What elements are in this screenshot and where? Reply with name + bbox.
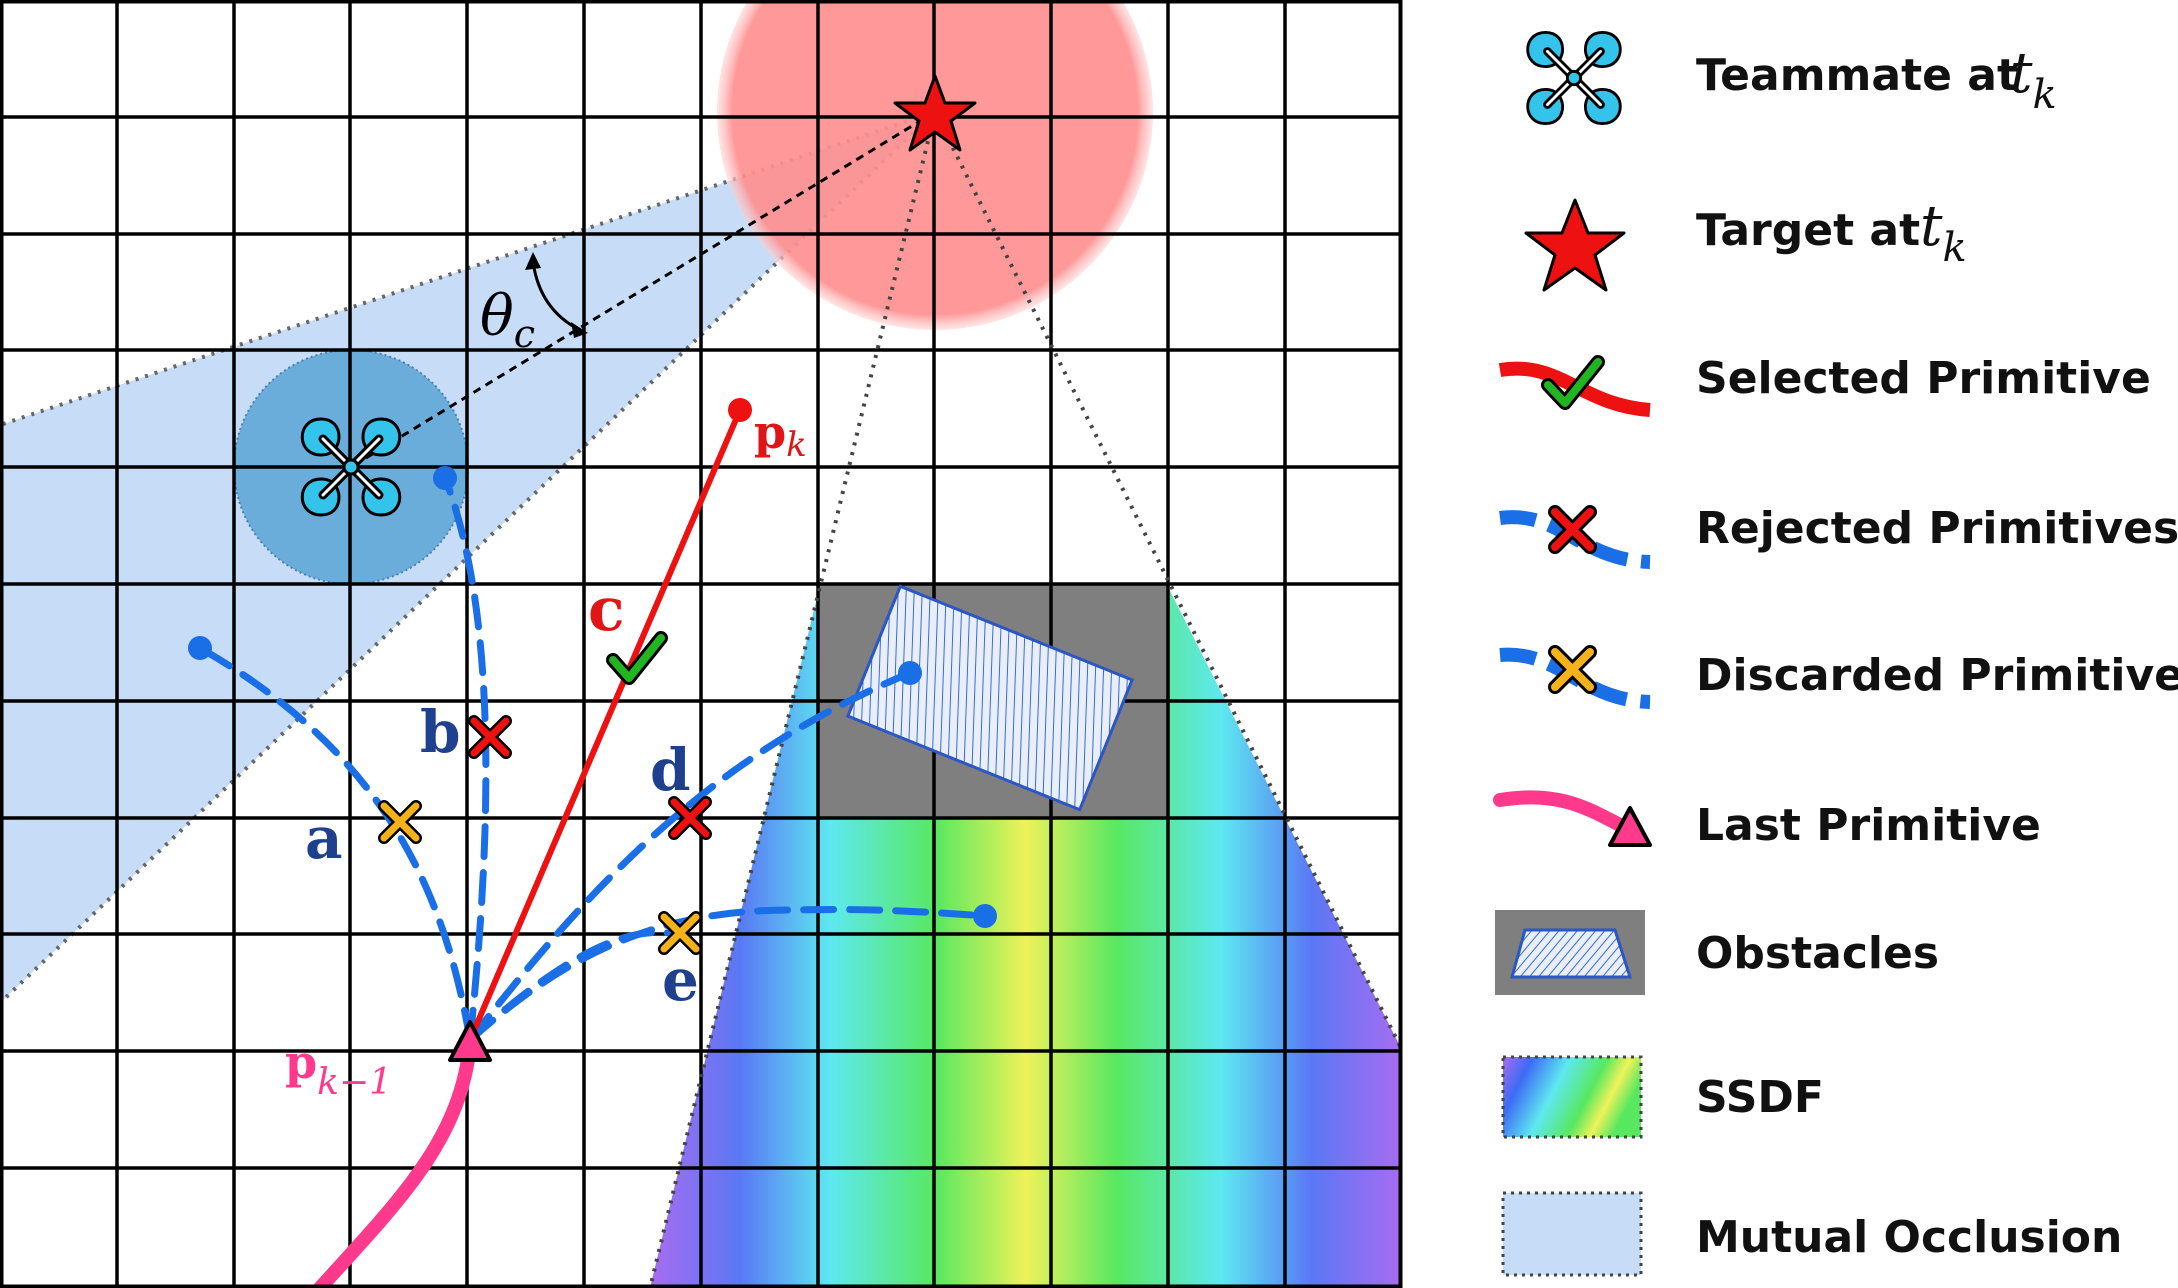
label-c: c [588,575,625,645]
primitive-endpoints [188,466,997,928]
label-pk-1: pk−1 [285,1035,392,1103]
legend-occlusion-icon [1501,1191,1643,1277]
label-b: b [420,698,461,766]
legend-last-icon [1493,790,1652,847]
legend-star-icon [1524,198,1626,292]
legend-occlusion-label: Mutual Occlusion [1696,1212,2122,1263]
legend-teammate-label: Teammate at [1696,50,2018,101]
check-icon [606,631,668,685]
legend: Teammate at tk Target at tk Selected Pri… [1493,30,2178,1277]
cross-icon-b [468,715,512,759]
triangle-icon [448,1020,492,1062]
primitive-d [466,669,914,1044]
obstacle [845,584,1135,812]
quadrotor-icon [300,417,402,517]
legend-teammate-math: tk [2010,41,2057,118]
line-of-sight [350,110,936,469]
theta-arrow-bottom [571,322,588,338]
legend-rejected-icon [1499,505,1651,569]
theta-arrow-top [525,252,541,270]
legend-obstacle-icon [1495,910,1645,995]
legend-rejected-label: Rejected Primitives [1696,503,2178,554]
grid [0,0,1402,1288]
primitive-e-2 [466,928,684,1044]
legend-last-label: Last Primitive [1696,800,2041,851]
legend-obstacles-label: Obstacles [1696,928,1939,979]
theta-label: θc [480,284,535,356]
legend-discarded-icon [1499,645,1651,709]
legend-selected-label: Selected Primitive [1696,353,2151,404]
legend-target-label: Target at [1696,205,1920,256]
map-frame [0,0,1403,1288]
cross-icon-e [658,911,702,955]
legend-discarded-label: Discarded Primitives [1696,650,2178,701]
cross-icon-a [378,800,422,844]
legend-target-math: tk [1920,194,1967,271]
legend-ssdf-label: SSDF [1696,1072,1824,1123]
map-area: θc [0,0,1402,1288]
label-d: d [650,736,691,804]
legend-teammate-icon [1526,30,1622,126]
label-e: e [662,946,699,1014]
label-pk: pk [754,405,807,465]
legend-ssdf-icon [1501,1055,1643,1139]
cross-icon-d [668,796,712,840]
last-primitive [313,1038,477,1288]
star-icon [893,74,977,152]
label-a: a [305,804,343,872]
pk-point [728,398,752,422]
sensor-fov-left [648,111,937,1288]
selected-primitive [467,408,743,1042]
legend-selected-icon [1498,355,1651,417]
